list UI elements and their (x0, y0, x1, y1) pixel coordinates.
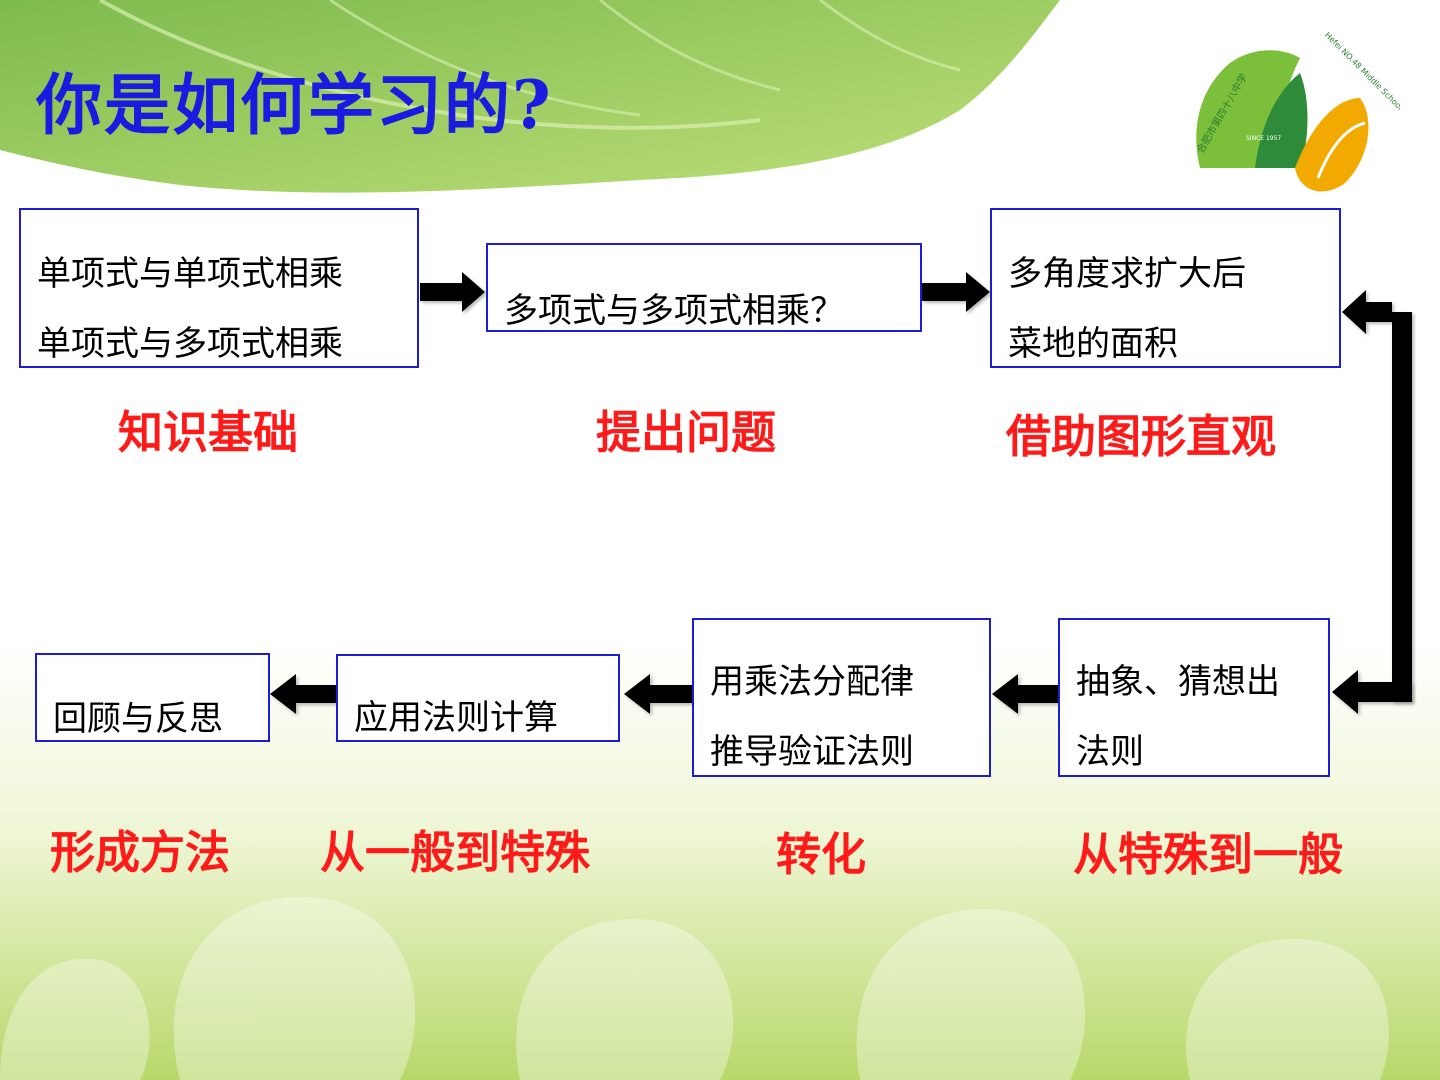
label-question: 提出问题 (596, 406, 777, 459)
box-apply: 应用法则计算 (336, 654, 620, 742)
box-area: 多角度求扩大后 菜地的面积 (990, 208, 1341, 368)
page-title: 你是如何学习的? (36, 66, 553, 144)
box-question-line-1: 多项式与多项式相乘？ (504, 291, 844, 331)
box-derive-line-2: 推导验证法则 (710, 732, 914, 772)
logo-since: SINCE 1957 (1246, 135, 1281, 142)
arrow-left-3 (270, 674, 336, 714)
box-derive: 用乘法分配律 推导验证法则 (692, 618, 991, 777)
arrow-right-2 (922, 272, 990, 312)
arrow-left-1 (992, 674, 1058, 714)
box-derive-line-1: 用乘法分配律 (710, 662, 914, 702)
box-question: 多项式与多项式相乘？ (486, 243, 922, 332)
box-knowledge: 单项式与单项式相乘 单项式与多项式相乘 (19, 208, 419, 368)
box-abstract: 抽象、猜想出 法则 (1058, 618, 1330, 777)
box-abstract-line-2: 法则 (1076, 732, 1144, 772)
arrow-connector-top (1342, 290, 1412, 334)
arrow-right-1 (420, 272, 485, 312)
box-area-line-1: 多角度求扩大后 (1008, 254, 1246, 294)
box-abstract-line-1: 抽象、猜想出 (1076, 662, 1280, 702)
box-knowledge-line-1: 单项式与单项式相乘 (37, 254, 343, 294)
box-apply-line-1: 应用法则计算 (354, 698, 558, 738)
label-apply: 从一般到特殊 (320, 826, 591, 879)
arrow-left-2 (624, 674, 692, 714)
box-knowledge-line-2: 单项式与多项式相乘 (37, 324, 343, 364)
label-abstract: 从特殊到一般 (1073, 828, 1344, 881)
box-review-line-1: 回顾与反思 (53, 699, 223, 739)
logo-text-en: Hefei NO.48 Middle School (1323, 30, 1400, 111)
box-review: 回顾与反思 (35, 653, 270, 742)
label-derive: 转化 (776, 828, 867, 881)
label-review: 形成方法 (50, 826, 231, 879)
arrow-connector-vertical (1392, 312, 1412, 702)
label-area: 借助图形直观 (1006, 410, 1277, 463)
arrow-connector-bottom (1332, 670, 1412, 714)
label-knowledge: 知识基础 (118, 406, 299, 459)
box-area-line-2: 菜地的面积 (1008, 324, 1178, 364)
school-logo: 合肥市第四十八中学 Hefei NO.48 Middle School SINC… (1194, 30, 1400, 192)
